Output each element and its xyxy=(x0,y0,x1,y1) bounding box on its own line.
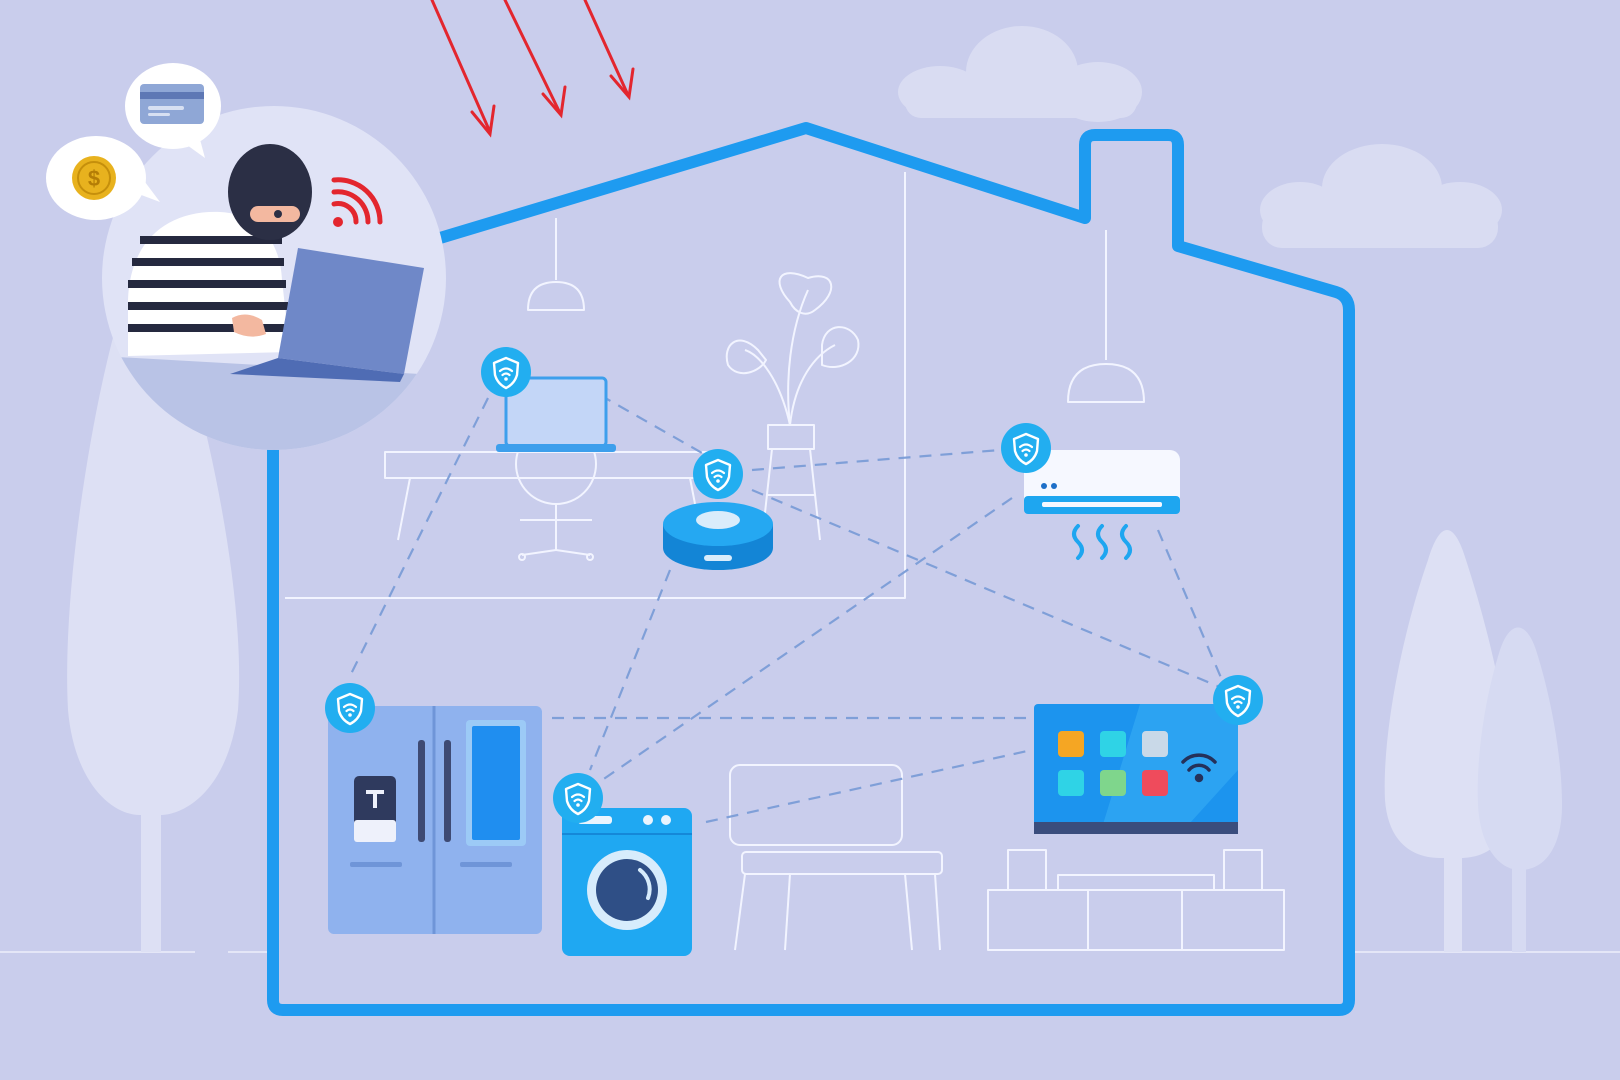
coin-bubble: $ xyxy=(46,136,160,220)
desk xyxy=(384,451,709,541)
shield-wifi-icon xyxy=(551,771,605,825)
arrow-down-icon xyxy=(583,0,635,101)
wifi-signal-icon xyxy=(1181,753,1217,783)
cloud-right xyxy=(1260,144,1502,248)
smart-tv xyxy=(1034,704,1238,834)
interior-lines xyxy=(285,172,1285,951)
hacker-illustration xyxy=(102,106,446,450)
tv-stand xyxy=(987,849,1285,951)
washing-machine xyxy=(562,808,692,956)
shield-wifi-icon xyxy=(323,681,377,735)
network-connections xyxy=(347,394,1224,824)
credit-card-icon xyxy=(140,84,204,124)
shield-wifi-icon xyxy=(1211,673,1265,727)
pendant-lamp-left xyxy=(527,218,585,311)
shield-wifi-icon xyxy=(999,421,1053,475)
tree-right-small xyxy=(1477,627,1562,952)
armchair xyxy=(729,764,943,951)
arrow-down-icon xyxy=(503,0,567,119)
air-conditioner xyxy=(1024,450,1180,560)
house-plant xyxy=(725,272,860,541)
shield-wifi-icon xyxy=(691,447,745,501)
chimney-inner xyxy=(1096,156,1166,236)
shield-wifi-icon xyxy=(479,345,533,399)
refrigerator xyxy=(328,706,542,934)
coin-symbol: $ xyxy=(88,166,100,191)
arrow-down-icon xyxy=(430,0,496,138)
cloud-left xyxy=(898,26,1142,122)
dollar-coin-icon: $ xyxy=(72,156,116,200)
house-outline xyxy=(267,122,1355,1016)
robot-vacuum xyxy=(663,502,773,570)
laptop xyxy=(496,376,616,452)
floor-divider xyxy=(285,172,906,599)
wifi-signal-icon xyxy=(331,177,383,227)
attack-arrows xyxy=(430,0,635,138)
office-chair xyxy=(515,423,597,561)
pendant-lamp-right xyxy=(1067,230,1145,403)
credit-card-bubble xyxy=(125,63,221,158)
